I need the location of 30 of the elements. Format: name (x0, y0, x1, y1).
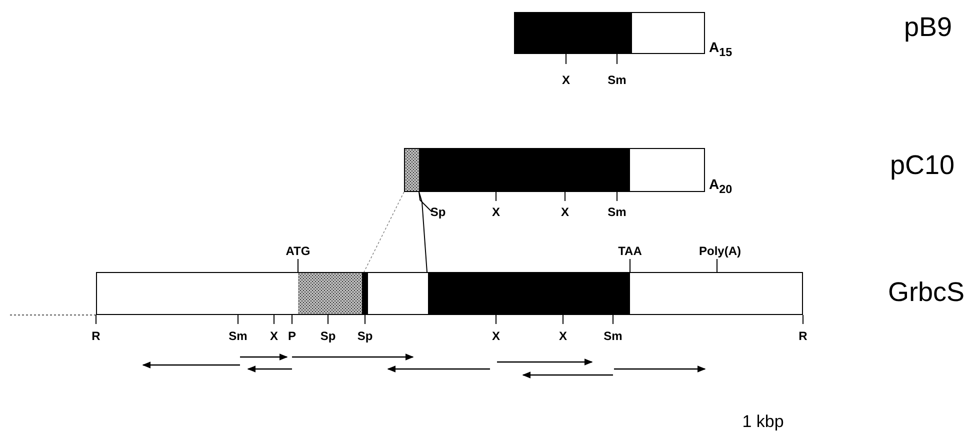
gene-map-bar (514, 12, 705, 54)
scale-label: 1 kbp (742, 413, 784, 430)
restriction-site-label: X (562, 74, 570, 86)
restriction-site-label: Sm (604, 330, 622, 342)
restriction-site-label: Sp (320, 330, 336, 342)
restriction-site-label: X (492, 330, 500, 342)
clone-name: pB9 (904, 14, 952, 41)
restriction-site-label: Sp (357, 330, 373, 342)
restriction-site-label: X (270, 330, 278, 342)
alignment-line (418, 192, 428, 272)
restriction-site-label: R (92, 330, 100, 342)
restriction-site-label: X (492, 206, 500, 218)
restriction-site-label: X (561, 206, 569, 218)
restriction-site-label: X (559, 330, 567, 342)
restriction-site-label: Sp (430, 206, 446, 218)
gene-map-bar (96, 272, 803, 315)
restriction-site-label: P (288, 330, 296, 342)
poly-a-label: A$_{15}$ (709, 40, 732, 58)
clone-name: GrbcS (888, 279, 965, 306)
restriction-site-label: TAA (618, 245, 642, 257)
gene-map-bar (404, 148, 705, 192)
restriction-site-label: Poly(A) (699, 245, 741, 257)
restriction-site-label: ATG (286, 245, 310, 257)
poly-a-label: A$_{20}$ (709, 177, 732, 196)
alignment-line (364, 192, 404, 272)
restriction-site-label: Sm (608, 74, 626, 86)
clone-name: pC10 (890, 152, 955, 179)
restriction-site-label: R (798, 330, 808, 342)
restriction-site-label: Sm (608, 206, 626, 218)
restriction-site-label: Sm (228, 330, 248, 342)
